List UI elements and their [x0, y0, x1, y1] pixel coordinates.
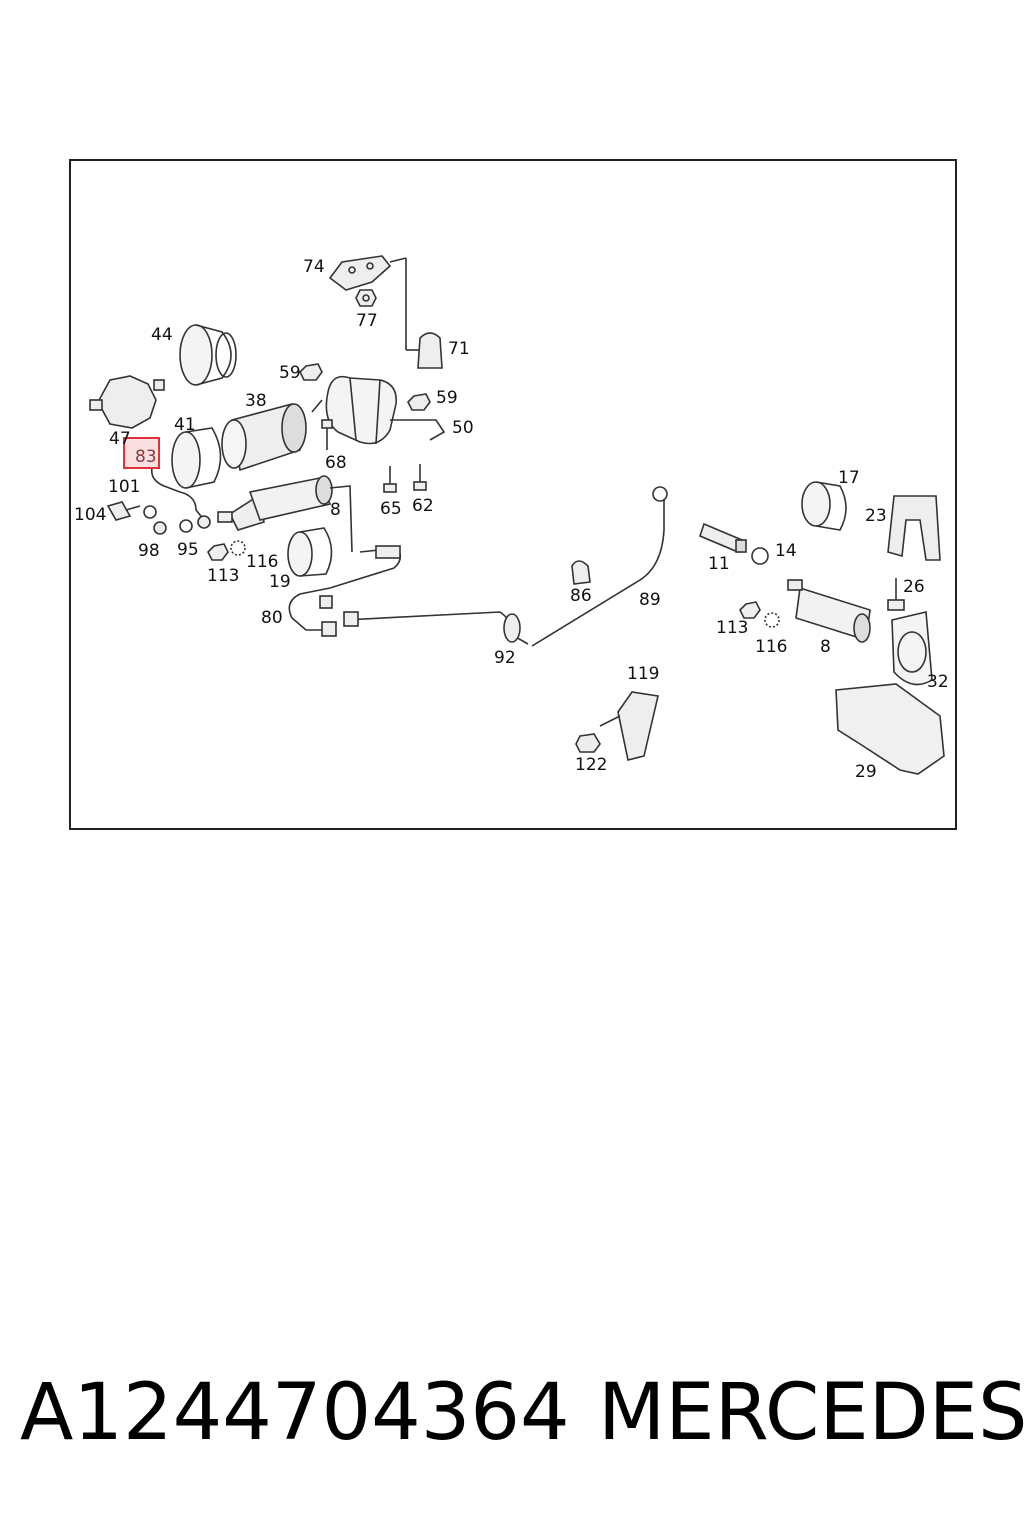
- callout-92: 92: [494, 648, 516, 668]
- callout-26: 26: [903, 577, 925, 597]
- fuel-line-92-part: [343, 611, 529, 645]
- callout-95: 95: [177, 540, 199, 560]
- washer-116a-part: [230, 540, 246, 556]
- sleeve-41-part: [171, 427, 222, 489]
- bracket-119-part: [599, 691, 659, 761]
- callout-86: 86: [570, 586, 592, 606]
- holder-32-part: [891, 611, 933, 686]
- banjo-fitting-part: [652, 486, 668, 502]
- highlight-box: [123, 437, 160, 469]
- callout-98: 98: [138, 541, 160, 561]
- callout-44: 44: [151, 325, 173, 345]
- callout-119: 119: [627, 664, 659, 684]
- callout-68: 68: [325, 453, 347, 473]
- cover-29-part: [835, 683, 945, 775]
- clip-86-part: [571, 560, 591, 585]
- washer-116b-part: [764, 612, 780, 628]
- callout-59a: 59: [279, 363, 301, 383]
- callout-62: 62: [412, 496, 434, 516]
- callout-47: 47: [109, 429, 131, 449]
- nut-59b-part: [407, 393, 431, 411]
- callout-83: 83: [135, 447, 157, 467]
- callout-101: 101: [108, 477, 140, 497]
- screw-26-part: [887, 578, 905, 611]
- nut-59a-part: [299, 363, 323, 381]
- callout-65: 65: [380, 499, 402, 519]
- callout-116b: 116: [755, 637, 787, 657]
- part-number: A1244704364: [20, 1368, 570, 1458]
- valve-11-part: [699, 522, 747, 554]
- callout-104: 104: [74, 505, 106, 525]
- callout-11: 11: [708, 554, 730, 574]
- rubber-71-part: [417, 332, 443, 369]
- nut-113b-part: [739, 601, 761, 619]
- clamp-50-part: [311, 375, 446, 445]
- callout-113b: 113: [716, 618, 748, 638]
- callout-77: 77: [356, 311, 378, 331]
- accumulator-47-part: [89, 375, 165, 429]
- bracket-23-part: [887, 495, 941, 561]
- callout-89: 89: [639, 590, 661, 610]
- bracket-74-part: [328, 255, 420, 351]
- nut-122-part: [575, 733, 601, 753]
- bolt-65-part: [383, 466, 397, 493]
- fuel-pump-8a-part: [217, 475, 353, 553]
- washer-98-part: [153, 521, 167, 535]
- callout-19: 19: [269, 572, 291, 592]
- callout-38: 38: [245, 391, 267, 411]
- bolt-62-part: [413, 464, 427, 491]
- fitting-part: [197, 515, 211, 529]
- damper-19-part: [287, 527, 333, 577]
- callout-113a: 113: [207, 566, 239, 586]
- washer-101-part: [143, 505, 157, 519]
- callout-80: 80: [261, 608, 283, 628]
- callout-8a: 8: [330, 500, 341, 520]
- callout-74: 74: [303, 257, 325, 277]
- callout-17: 17: [838, 468, 860, 488]
- nut-77-part: [355, 289, 377, 307]
- filter-38-part: [221, 403, 307, 472]
- callout-14: 14: [775, 541, 797, 561]
- nut-113a-part: [207, 543, 229, 561]
- brand-name: MERCEDES: [598, 1368, 1024, 1458]
- bolt-68-part: [321, 419, 333, 450]
- callout-71: 71: [448, 339, 470, 359]
- washer-95-part: [179, 519, 193, 533]
- fuel-line-89-part: [531, 500, 665, 647]
- bolt-104-part: [106, 501, 141, 521]
- callout-50: 50: [452, 418, 474, 438]
- fuel-pump-8b-part: [787, 579, 871, 643]
- callout-59b: 59: [436, 388, 458, 408]
- callout-8b: 8: [820, 637, 831, 657]
- callout-41: 41: [174, 415, 196, 435]
- callout-29: 29: [855, 762, 877, 782]
- callout-32: 32: [927, 672, 949, 692]
- ring-44-part: [179, 324, 237, 386]
- callout-116a: 116: [246, 552, 278, 572]
- washer-14-part: [751, 547, 769, 565]
- sleeve-17-part: [801, 481, 847, 531]
- callout-23: 23: [865, 506, 887, 526]
- fuel-line-80-part: [288, 545, 402, 637]
- callout-122: 122: [575, 755, 607, 775]
- pipe-83-part: [150, 467, 205, 521]
